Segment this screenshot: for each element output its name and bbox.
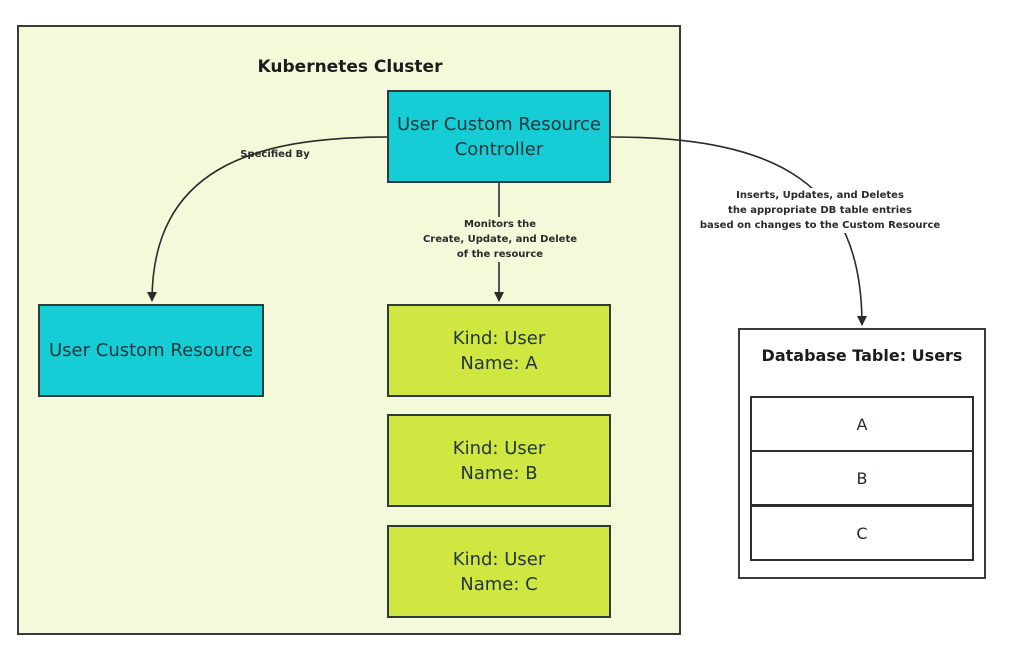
controller-node: User Custom Resource Controller [387, 90, 611, 183]
edge-label-line: Create, Update, and Delete [422, 234, 578, 245]
edge-label-line: Monitors the [463, 219, 537, 230]
controller-label-line2: Controller [454, 138, 544, 160]
edge-label-inserts: Inserts, Updates, and Deletes the approp… [690, 188, 950, 233]
edge-label-specified-by: Specified By [240, 149, 310, 160]
edge-label-line: Inserts, Updates, and Deletes [736, 190, 904, 201]
database-table: Database Table: Users A B C [738, 328, 986, 579]
database-row-value: B [856, 468, 868, 488]
database-row-c: C [750, 505, 974, 561]
user-custom-resource-node: User Custom Resource [38, 304, 264, 397]
edge-label-line: based on changes to the Custom Resource [699, 220, 941, 231]
resource-name: Name: C [460, 573, 538, 595]
database-row-value: C [856, 523, 868, 543]
controller-label-line1: User Custom Resource [397, 113, 601, 135]
database-row-a: A [750, 396, 974, 452]
database-row-b: B [750, 450, 974, 506]
edge-label-line: the appropriate DB table entries [728, 205, 912, 216]
edge-label-monitors: Monitors the Create, Update, and Delete … [400, 217, 600, 262]
database-table-title: Database Table: Users [761, 346, 963, 365]
resource-node-b: Kind: User Name: B [387, 414, 611, 507]
resource-name: Name: A [460, 352, 538, 374]
database-row-value: A [856, 414, 868, 434]
resource-name: Name: B [460, 462, 538, 484]
edge-label-line: of the resource [456, 249, 544, 260]
resource-kind: Kind: User [452, 548, 546, 570]
resource-kind: Kind: User [452, 437, 546, 459]
resource-node-a: Kind: User Name: A [387, 304, 611, 397]
resource-kind: Kind: User [452, 327, 546, 349]
cluster-title: Kubernetes Cluster [257, 57, 443, 77]
resource-node-c: Kind: User Name: C [387, 525, 611, 618]
user-custom-resource-label: User Custom Resource [49, 340, 253, 361]
